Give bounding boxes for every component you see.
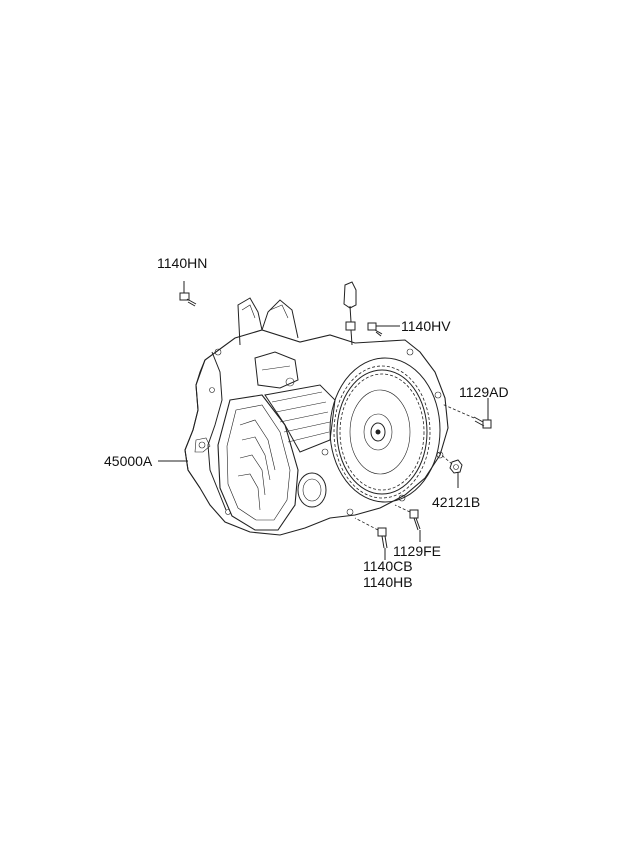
bolt-1129fe-icon [394,504,421,542]
bolt-1140hn-icon [179,281,197,307]
callout-42121b: 42121B [432,494,481,510]
callout-45000a: 45000A [104,453,153,469]
bolt-1129ad-icon [441,398,492,429]
callout-1140hn: 1140HN [157,255,208,271]
bolt-1140hv-icon [367,322,400,337]
transaxle-assembly [184,297,449,536]
callout-1140hv: 1140HV [401,318,451,334]
bolt-1140cb-icon [354,517,388,560]
dipstick [343,281,357,346]
callout-1129fe: 1129FE [393,543,441,559]
callout-1140hb: 1140HB [363,574,413,590]
nut-42121b-icon [437,451,463,488]
callout-1140cb: 1140CB [363,558,413,574]
callout-1129ad: 1129AD [459,384,509,400]
